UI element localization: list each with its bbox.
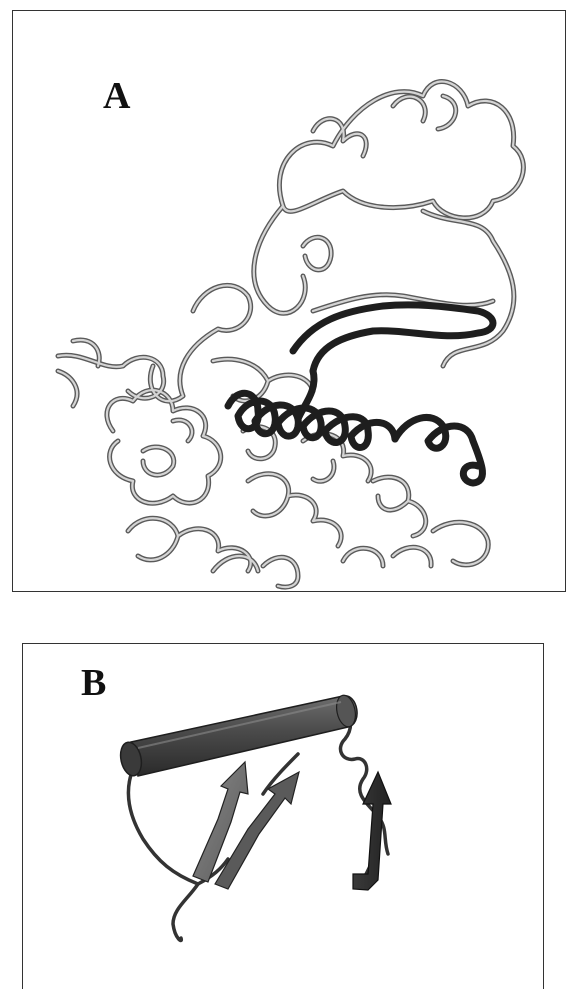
panel-b-cartoon-structure: B [22, 643, 544, 989]
alpha-helix-cylinder [118, 693, 358, 777]
secondary-structure-cartoon [23, 644, 545, 990]
coil-bottom-tail [173, 884, 198, 940]
panel-a-ribbon-structure: A [12, 10, 566, 592]
coil-left [128, 769, 198, 884]
protein-backbone-trace [13, 11, 567, 593]
